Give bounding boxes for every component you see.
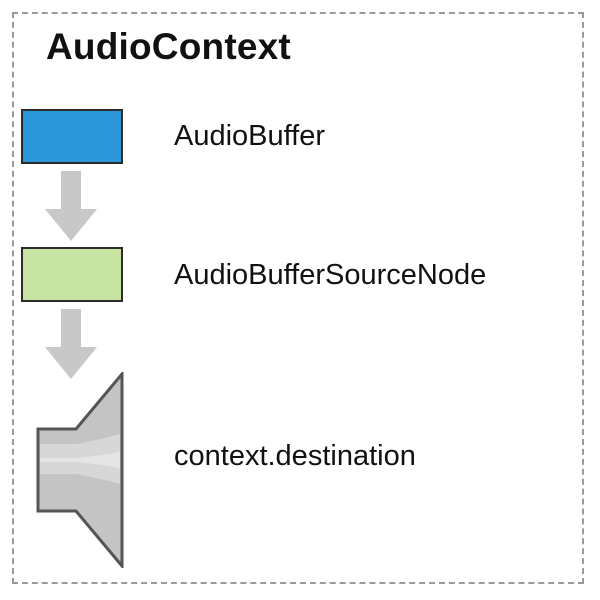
down-arrow-icon bbox=[45, 171, 97, 241]
audio-buffer-box bbox=[21, 109, 123, 164]
down-arrow-icon bbox=[45, 309, 97, 379]
context-destination-label: context.destination bbox=[174, 440, 416, 472]
audio-buffer-label: AudioBuffer bbox=[174, 120, 326, 152]
audio-buffer-source-node-label: AudioBufferSourceNode bbox=[174, 259, 487, 291]
audio-context-frame bbox=[12, 12, 584, 584]
diagram-title: AudioContext bbox=[46, 26, 291, 67]
audio-buffer-source-node-box bbox=[21, 247, 123, 302]
speaker-icon bbox=[36, 372, 124, 568]
